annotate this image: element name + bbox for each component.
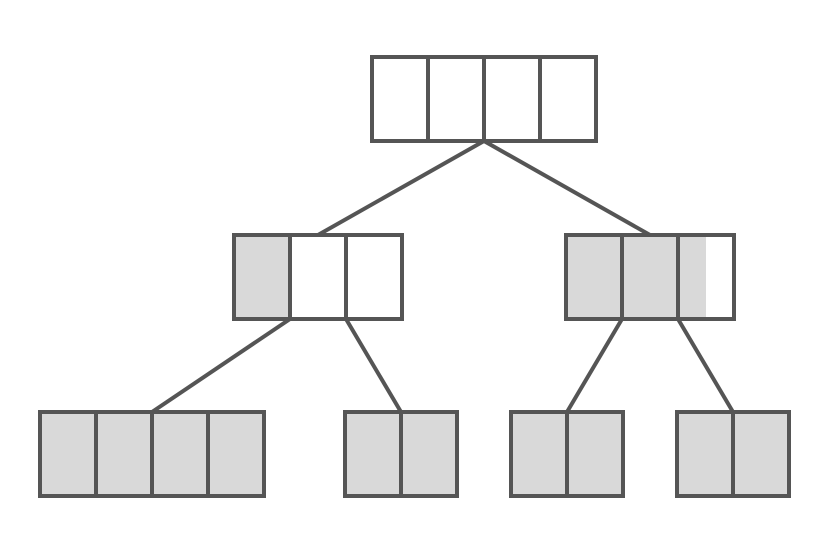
node-mid-right-cell-2-fill [622,235,678,319]
node-leaf-4-cell-1-fill [677,412,733,496]
edge-mid-right-to-leaf-4 [676,317,735,414]
node-mid-left-cell-3-border [344,233,404,321]
edges-layer [150,139,735,414]
node-leaf-1-cell-2-fill [96,412,152,496]
node-mid-left-cell-1-fill [234,235,290,319]
node-leaf-2 [343,410,459,498]
node-leaf-1-cell-1-fill [40,412,96,496]
node-root-cell-4-border [538,55,598,143]
node-leaf-4 [675,410,791,498]
edge-root-to-mid-left [316,139,486,237]
node-leaf-3-cell-2-border [565,410,625,498]
node-leaf-1 [38,410,266,498]
node-mid-right-cell-3-border [676,233,736,321]
node-leaf-3-cell-1-fill [511,412,567,496]
edge-mid-left-to-leaf-2 [344,317,403,414]
node-leaf-2-cell-2-border [399,410,459,498]
node-mid-left [232,233,404,321]
node-root-cell-2 [428,57,484,141]
edge-mid-right-to-leaf-3 [565,317,624,414]
node-root-cell-4 [540,57,596,141]
node-root-cell-3 [484,57,540,141]
node-leaf-1-cell-4-border [206,410,266,498]
edge-mid-left-to-leaf-1 [150,317,292,414]
node-mid-left-cell-3 [346,235,402,319]
node-leaf-3 [509,410,625,498]
node-mid-right-cell-1-fill [566,235,622,319]
node-leaf-1-cell-3-fill [152,412,208,496]
node-leaf-3-cell-2-fill [567,412,623,496]
node-leaf-4-cell-2-fill [733,412,789,496]
node-mid-right [564,233,736,321]
node-mid-left-cell-2 [290,235,346,319]
node-leaf-4-cell-2-border [731,410,791,498]
node-root [370,55,598,143]
node-leaf-1-cell-4-fill [208,412,264,496]
node-leaf-2-cell-2-fill [401,412,457,496]
nodes-layer [38,55,791,498]
edge-root-to-mid-right [482,139,652,237]
node-leaf-2-cell-1-fill [345,412,401,496]
node-root-cell-1 [372,57,428,141]
node-mid-right-cell-3-fill [678,235,706,319]
